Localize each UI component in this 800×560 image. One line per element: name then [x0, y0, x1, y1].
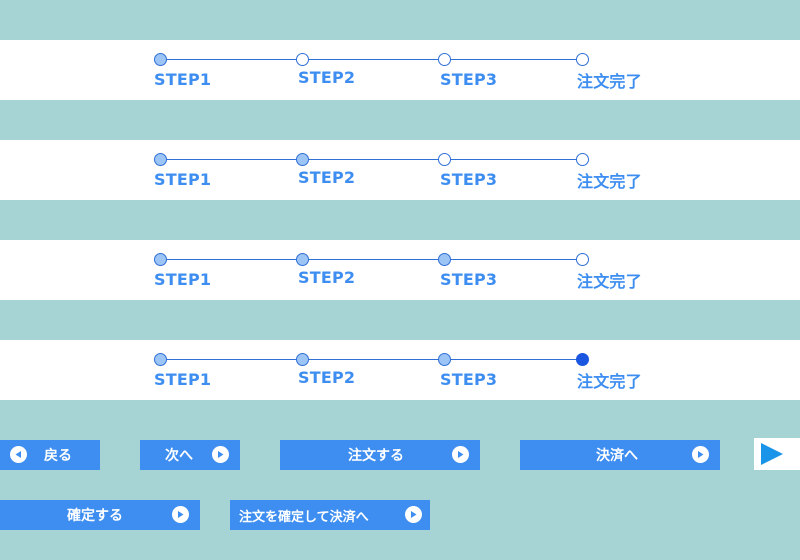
step3-dot — [438, 153, 451, 166]
complete-label: 注文完了 — [577, 272, 642, 291]
checkout-button-label: 決済へ — [596, 448, 638, 464]
step2-label: STEP2 — [298, 168, 356, 187]
next-button[interactable]: 次へ — [140, 440, 240, 470]
right-arrow-icon — [405, 506, 422, 523]
complete-dot — [576, 153, 589, 166]
step3-dot — [438, 353, 451, 366]
step1-dot — [154, 253, 167, 266]
order-button-label: 注文する — [348, 448, 404, 464]
progress-track — [160, 359, 582, 360]
step2-label: STEP2 — [298, 268, 356, 287]
play-icon — [761, 443, 783, 465]
left-arrow-icon — [10, 446, 27, 463]
confirm-checkout-button[interactable]: 注文を確定して決済へ — [230, 500, 430, 530]
step2-label: STEP2 — [298, 68, 356, 87]
confirm-checkout-button-label: 注文を確定して決済へ — [239, 509, 369, 525]
step2-dot — [296, 253, 309, 266]
complete-dot — [576, 253, 589, 266]
step3-label: STEP3 — [440, 370, 498, 389]
complete-dot — [576, 353, 589, 366]
complete-label: 注文完了 — [577, 372, 642, 391]
next-button-label: 次へ — [165, 448, 193, 464]
right-arrow-icon — [452, 446, 469, 463]
step1-dot — [154, 353, 167, 366]
step1-label: STEP1 — [154, 70, 212, 89]
step3-label: STEP3 — [440, 70, 498, 89]
step1-dot — [154, 53, 167, 66]
right-arrow-icon — [172, 506, 189, 523]
checkout-button[interactable]: 決済へ — [520, 440, 720, 470]
complete-dot — [576, 53, 589, 66]
back-button-label: 戻る — [44, 448, 72, 464]
progress-track — [160, 159, 582, 160]
progress-bar-4: STEP1 STEP2 STEP3 注文完了 — [0, 340, 800, 400]
progress-track — [160, 259, 582, 260]
play-button[interactable] — [754, 438, 800, 470]
progress-track — [160, 59, 582, 60]
progress-bar-3: STEP1 STEP2 STEP3 注文完了 — [0, 240, 800, 300]
step3-label: STEP3 — [440, 170, 498, 189]
step1-label: STEP1 — [154, 270, 212, 289]
step2-label: STEP2 — [298, 368, 356, 387]
back-button[interactable]: 戻る — [0, 440, 100, 470]
step1-dot — [154, 153, 167, 166]
progress-bar-1: STEP1 STEP2 STEP3 注文完了 — [0, 40, 800, 100]
step1-label: STEP1 — [154, 170, 212, 189]
right-arrow-icon — [212, 446, 229, 463]
confirm-button[interactable]: 確定する — [0, 500, 200, 530]
right-arrow-icon — [692, 446, 709, 463]
progress-bar-2: STEP1 STEP2 STEP3 注文完了 — [0, 140, 800, 200]
step2-dot — [296, 153, 309, 166]
complete-label: 注文完了 — [577, 172, 642, 191]
order-button[interactable]: 注文する — [280, 440, 480, 470]
confirm-button-label: 確定する — [67, 508, 123, 524]
step2-dot — [296, 53, 309, 66]
step3-dot — [438, 253, 451, 266]
step3-label: STEP3 — [440, 270, 498, 289]
step1-label: STEP1 — [154, 370, 212, 389]
step2-dot — [296, 353, 309, 366]
complete-label: 注文完了 — [577, 72, 642, 91]
step3-dot — [438, 53, 451, 66]
